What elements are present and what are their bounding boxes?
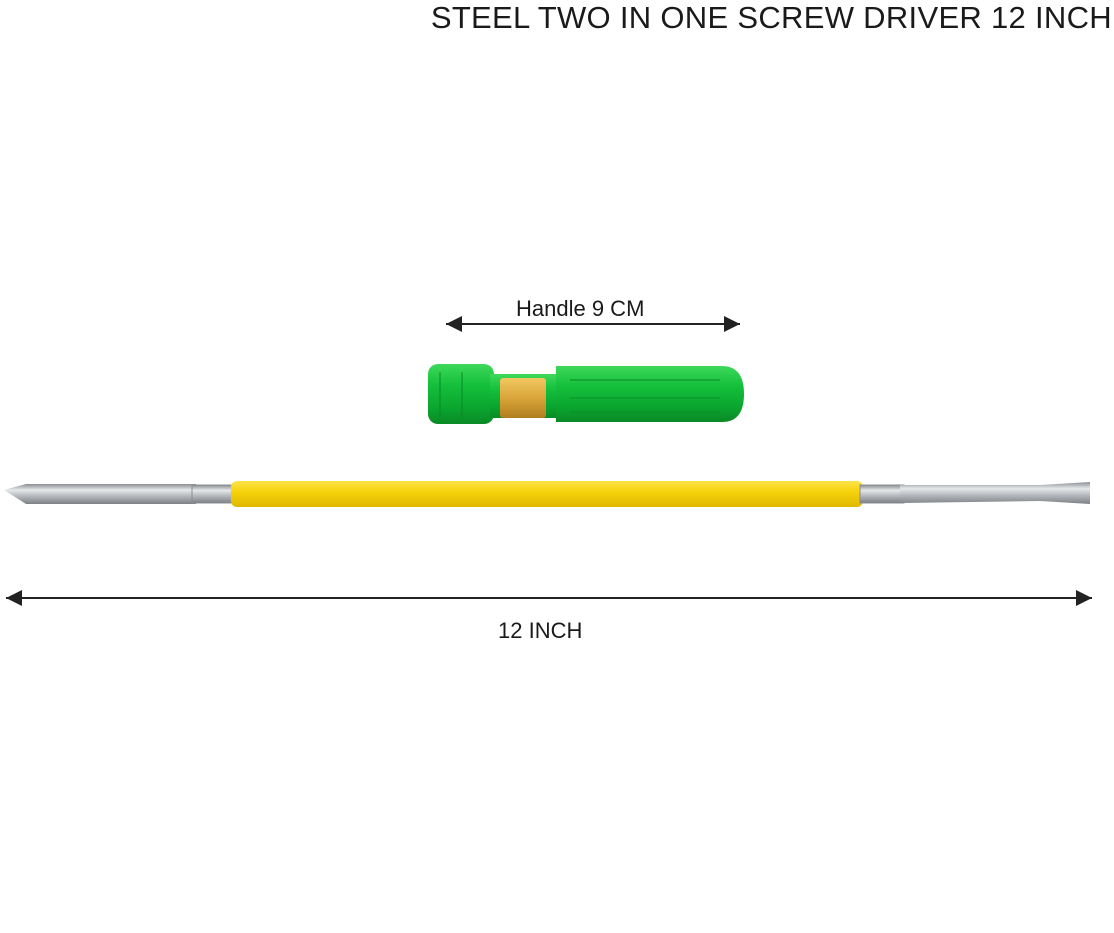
screwdriver-handle-icon [428,364,744,424]
double-ended-screwdriver-shaft-icon [4,481,1090,507]
product-title: STEEL TWO IN ONE SCREW DRIVER 12 INCH [430,0,1112,35]
length-dimension-label: 12 INCH [498,618,583,643]
